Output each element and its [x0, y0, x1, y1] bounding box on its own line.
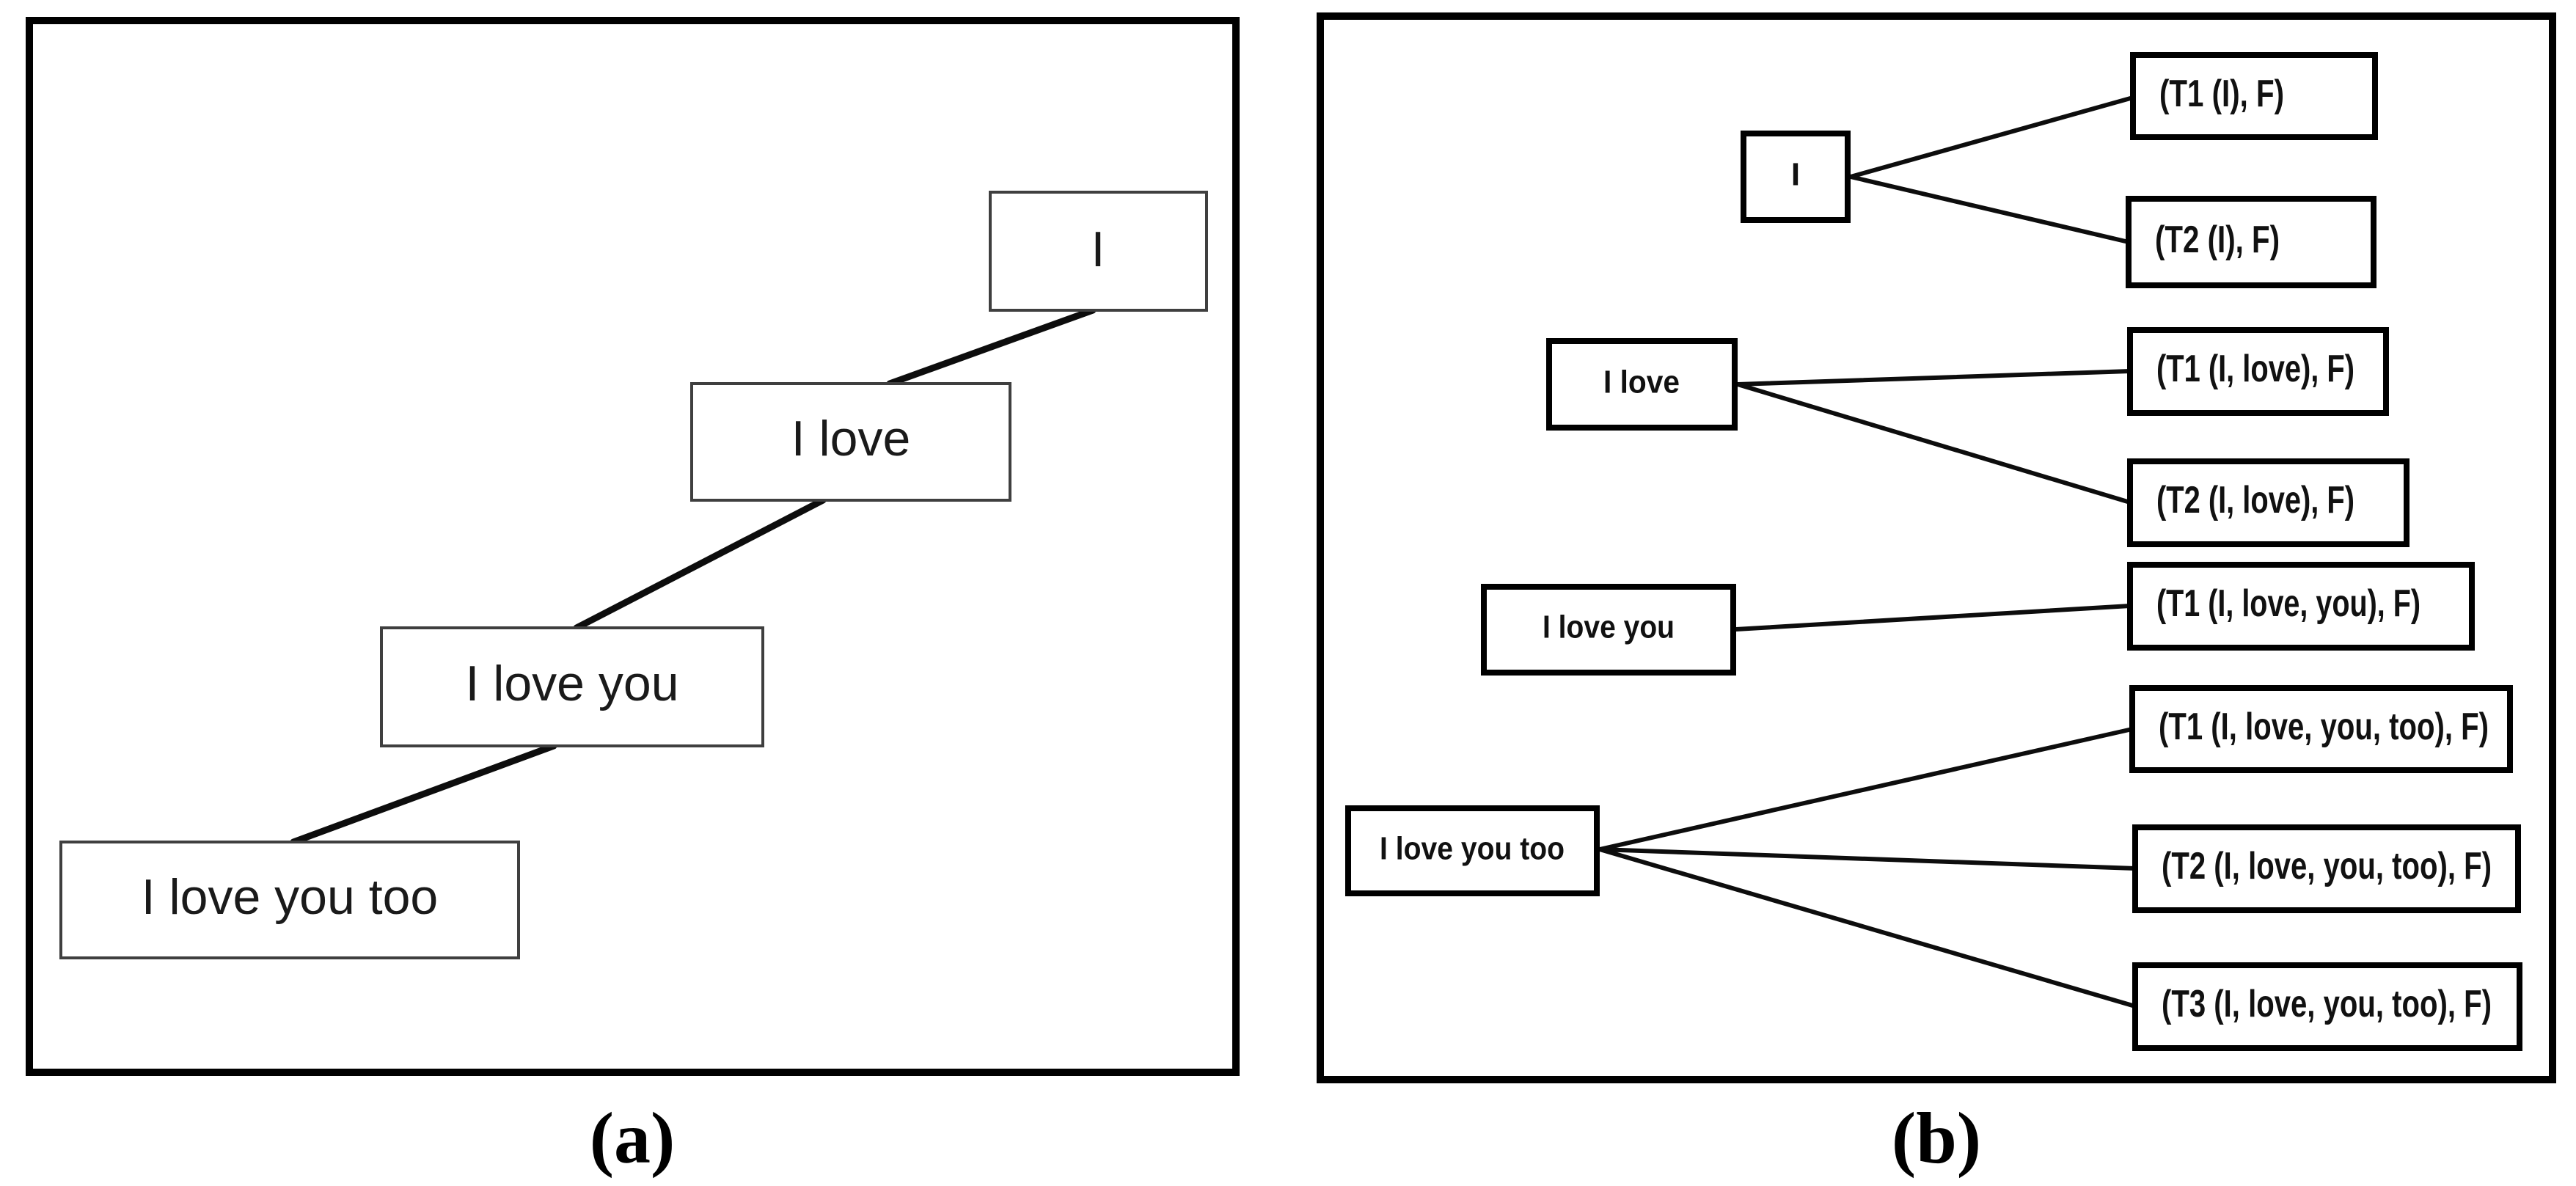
tuple-t2-i-label: (T2 (I), F) — [2155, 219, 2280, 261]
tuple-t1-i-love-you-too: (T1 (I, love, you, too), F) — [2129, 685, 2513, 773]
source-i-love-you: I love you — [1481, 584, 1736, 676]
tuple-t1-i-love-you-too-box — [2129, 685, 2513, 773]
source-i-label: I — [1791, 157, 1800, 193]
edge-i-love-to-i-love-you — [573, 497, 827, 632]
node-i-love-box — [690, 382, 1011, 502]
source-i-love-you-box — [1481, 584, 1736, 676]
tuple-t1-i-box — [2130, 52, 2378, 140]
tuple-t3-i-love-you-too-label: (T3 (I, love, you, too), F) — [2162, 983, 2492, 1025]
tuple-t1-i-love-you-label: (T1 (I, love, you), F) — [2156, 582, 2421, 625]
node-i-love-label: I love — [791, 411, 911, 466]
source-i-love-box — [1546, 338, 1738, 431]
node-i-label: I — [1091, 222, 1105, 277]
source-i-love-you-too-label: I love you too — [1380, 831, 1565, 867]
edge-i-love-to-t1 — [1735, 369, 2132, 387]
edge-i-love-you-too-to-t3 — [1598, 847, 2137, 1009]
node-i-love-you: I love you — [380, 626, 764, 747]
node-i-love-you-too-box — [59, 841, 520, 959]
caption-a: (a) — [590, 1097, 676, 1179]
tuple-t2-i-love-you-too-label: (T2 (I, love, you, too), F) — [2162, 845, 2492, 887]
tuple-t2-i: (T2 (I), F) — [2126, 196, 2376, 288]
panel-a: I I love I love you I love you too (a) — [26, 17, 1240, 1179]
source-i-love-you-label: I love you — [1543, 610, 1675, 645]
edge-i-to-t1 — [1848, 95, 2135, 179]
tuple-t2-i-box — [2126, 196, 2376, 288]
source-i-love-you-too-box — [1345, 805, 1600, 896]
edge-i-love-you-too-to-t1 — [1598, 727, 2134, 852]
node-i-love-you-box — [380, 626, 764, 747]
tuple-t2-i-love-box — [2127, 458, 2409, 547]
source-i-love: I love — [1546, 338, 1738, 431]
node-i-love-you-label: I love you — [465, 656, 678, 711]
edge-i-to-i-love — [886, 307, 1097, 387]
tuple-t2-i-love: (T2 (I, love), F) — [2127, 458, 2409, 547]
node-i-love-you-too-label: I love you too — [142, 869, 438, 925]
tuple-t1-i: (T1 (I), F) — [2130, 52, 2378, 140]
tuple-t1-i-love-label: (T1 (I, love), F) — [2156, 348, 2354, 390]
tuple-t1-i-love: (T1 (I, love), F) — [2127, 327, 2389, 416]
panel-b-border — [1317, 12, 2556, 1083]
node-i-love-you-too: I love you too — [59, 841, 520, 959]
source-i-box — [1741, 131, 1851, 223]
node-i-box — [989, 191, 1208, 312]
node-i-love: I love — [690, 382, 1011, 502]
tuple-t1-i-love-you-too-label: (T1 (I, love, you, too), F) — [2159, 706, 2489, 748]
tuple-t1-i-love-you: (T1 (I, love, you), F) — [2127, 562, 2475, 651]
node-i: I — [989, 191, 1208, 312]
edge-i-love-you-too-to-t2 — [1598, 847, 2137, 871]
edge-i-love-you-to-t1 — [1734, 604, 2132, 632]
tuple-t3-i-love-you-too: (T3 (I, love, you, too), F) — [2132, 962, 2522, 1051]
source-i-love-label: I love — [1603, 365, 1680, 400]
tuple-t2-i-love-you-too-box — [2132, 824, 2521, 913]
tuple-t1-i-label: (T1 (I), F) — [2159, 73, 2284, 115]
tuple-t2-i-love-label: (T2 (I, love), F) — [2156, 479, 2354, 521]
source-i-love-you-too: I love you too — [1345, 805, 1600, 896]
tuple-t1-i-love-you-box — [2127, 562, 2475, 651]
tuple-t3-i-love-you-too-box — [2132, 962, 2522, 1051]
caption-b: (b) — [1892, 1097, 1981, 1179]
panel-b: I I love I love you I love you too (T1 (… — [1317, 12, 2556, 1179]
edge-i-love-you-to-i-love-you-too — [290, 742, 557, 846]
edge-i-to-t2 — [1848, 175, 2131, 244]
tuple-t2-i-love-you-too: (T2 (I, love, you, too), F) — [2132, 824, 2521, 913]
edge-i-love-to-t2 — [1735, 382, 2132, 505]
source-i: I — [1741, 131, 1851, 223]
tuple-t1-i-love-box — [2127, 327, 2389, 416]
